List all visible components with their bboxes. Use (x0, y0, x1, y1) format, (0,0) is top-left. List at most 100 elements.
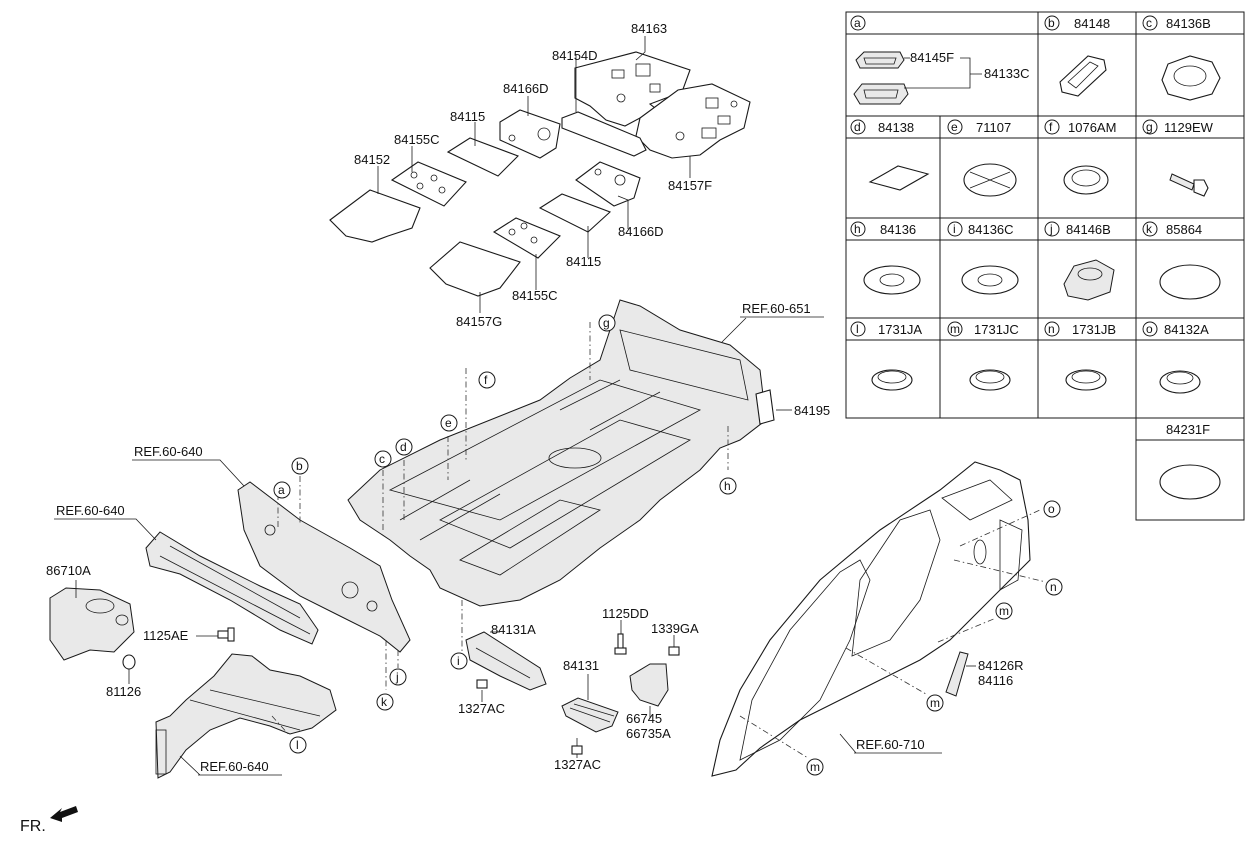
svg-text:h: h (724, 479, 731, 493)
callout-g[interactable]: g (598, 314, 616, 332)
callout-c[interactable]: c (374, 450, 392, 468)
svg-text:a: a (854, 16, 861, 30)
svg-text:84146B: 84146B (1066, 222, 1111, 237)
mat-84166D-top[interactable] (499, 109, 561, 159)
svg-text:o: o (1146, 322, 1153, 336)
callout-n[interactable]: n (1045, 578, 1063, 596)
side-body-panel[interactable] (711, 461, 1031, 777)
callout-b[interactable]: b (291, 457, 309, 475)
svg-text:m: m (999, 604, 1009, 618)
ref-60-710[interactable]: REF.60-710 (856, 737, 925, 752)
table-cell-g[interactable]: g 1129EW (1142, 119, 1214, 197)
svg-text:1731JB: 1731JB (1072, 322, 1116, 337)
svg-text:m: m (930, 696, 940, 710)
svg-text:84148: 84148 (1074, 16, 1110, 31)
svg-text:m: m (950, 322, 960, 336)
callout-e[interactable]: e (440, 414, 458, 432)
mat-84155C-top[interactable] (390, 161, 467, 207)
callout-h[interactable]: h (719, 477, 737, 495)
label-1125AE: 1125AE (143, 628, 189, 643)
table-cell-d[interactable]: d 84138 (850, 119, 930, 191)
table-cell-b[interactable]: b 84148 (1044, 15, 1110, 97)
floor-pan[interactable] (347, 299, 767, 607)
svg-text:f: f (484, 373, 488, 387)
plug-1731JA-icon (871, 369, 913, 391)
table-cell-e[interactable]: e 71107 (947, 119, 1017, 197)
pad-84231F-icon (1159, 464, 1221, 500)
svg-text:h: h (854, 222, 861, 236)
part-81126[interactable] (122, 654, 136, 670)
ref-60-640-mid[interactable]: REF.60-640 (56, 503, 125, 518)
part-84126R[interactable] (945, 651, 969, 697)
callout-o[interactable]: o (1043, 500, 1061, 518)
mat-84166D-bottom[interactable] (575, 161, 641, 207)
mat-84154D[interactable] (561, 111, 647, 157)
under-cover-group: 84131A 1327AC 84131 1327AC 1125DD 1339GA (458, 606, 699, 772)
svg-text:m: m (810, 760, 820, 774)
ref-60-640-bottom[interactable]: REF.60-640 (200, 759, 269, 774)
callout-m-lower[interactable]: m (806, 758, 824, 776)
callout-m-middle[interactable]: m (926, 694, 944, 712)
svg-text:b: b (1048, 16, 1055, 30)
part-66745[interactable] (629, 663, 669, 707)
part-84195[interactable] (755, 389, 775, 425)
callout-m-upper[interactable]: m (995, 602, 1013, 620)
callout-f[interactable]: f (478, 371, 496, 389)
callout-j[interactable]: j (389, 668, 407, 686)
mat-84157F[interactable] (635, 83, 751, 159)
callout-a[interactable]: a (273, 481, 291, 499)
mat-84152[interactable] (329, 189, 421, 243)
label-84115-top: 84115 (450, 109, 485, 124)
grommet-84145F-b-icon (853, 83, 909, 105)
svg-text:84136C: 84136C (968, 222, 1014, 237)
mat-84115-top[interactable] (446, 137, 519, 177)
svg-text:84231F: 84231F (1166, 422, 1210, 437)
callout-i[interactable]: i (450, 652, 468, 670)
table-cell-84231F[interactable]: 84231F (1159, 422, 1221, 500)
label-84157F: 84157F (668, 178, 712, 193)
mat-84157G[interactable] (429, 241, 521, 297)
label-1327AC-a: 1327AC (458, 701, 505, 716)
label-86710A: 86710A (46, 563, 91, 578)
table-cell-f[interactable]: f 1076AM (1044, 119, 1116, 195)
callout-l[interactable]: l (289, 736, 307, 754)
table-cell-o[interactable]: o 84132A (1142, 321, 1209, 394)
mat-84115-bottom[interactable] (538, 193, 612, 233)
dash-panel-assembly: REF.60-640 REF.60-640 REF.60-640 86710A … (46, 444, 411, 779)
svg-text:g: g (1146, 120, 1153, 134)
table-cell-c[interactable]: c 84136B (1142, 15, 1221, 101)
svg-text:g: g (603, 316, 610, 330)
table-cell-i[interactable]: i 84136C (947, 221, 1019, 295)
callout-k[interactable]: k (376, 693, 394, 711)
table-cell-a[interactable]: a 84145F 84133C (850, 15, 1030, 105)
plug-84136C-icon (961, 265, 1019, 295)
front-direction-indicator: FR. (20, 806, 78, 835)
part-1125DD[interactable] (614, 633, 627, 655)
front-side-member[interactable] (155, 653, 337, 779)
table-cell-n[interactable]: n 1731JB (1044, 321, 1116, 391)
floor-pan-assembly: 84195 REF.60-651 (347, 299, 830, 652)
table-cell-k[interactable]: k 85864 (1142, 221, 1221, 300)
svg-text:e: e (951, 120, 958, 134)
ref-60-651[interactable]: REF.60-651 (742, 301, 811, 316)
dash-panel[interactable] (237, 481, 411, 653)
part-1125AE[interactable] (217, 627, 235, 642)
table-cell-j[interactable]: j 84146B (1044, 221, 1115, 301)
table-cell-l[interactable]: l 1731JA (850, 321, 922, 391)
grommet-84145F-icon (855, 51, 905, 69)
table-cell-h[interactable]: h 84136 (850, 221, 921, 295)
svg-text:l: l (856, 322, 859, 336)
label-66735A: 66735A (626, 726, 671, 741)
part-1327AC-a[interactable] (476, 679, 488, 689)
part-1339GA[interactable] (668, 646, 680, 656)
part-86710A[interactable] (49, 587, 135, 661)
svg-text:i: i (457, 654, 460, 668)
callout-d[interactable]: d (395, 438, 413, 456)
svg-text:1731JA: 1731JA (878, 322, 922, 337)
svg-text:e: e (445, 416, 452, 430)
table-cell-m[interactable]: m 1731JC (947, 321, 1019, 391)
ref-60-640-top[interactable]: REF.60-640 (134, 444, 203, 459)
label-84152: 84152 (354, 152, 390, 167)
mat-84155C-bottom[interactable] (492, 217, 561, 259)
part-1327AC-b[interactable] (571, 745, 583, 755)
